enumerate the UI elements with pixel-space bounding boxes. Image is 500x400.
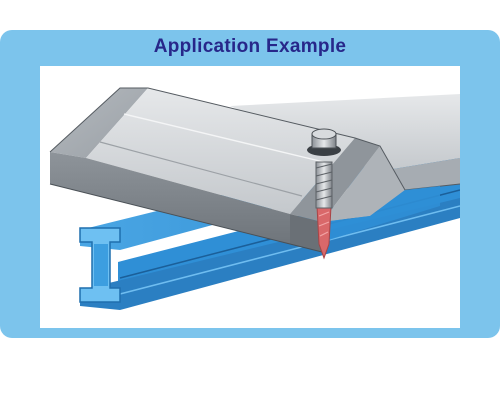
rail-visible-section — [322, 186, 440, 242]
self-drilling-screw — [307, 128, 341, 260]
roof-sheet — [49, 87, 460, 253]
diagram-panel — [40, 66, 460, 328]
application-diagram — [49, 87, 460, 310]
page-title: Application Example — [153, 36, 347, 57]
